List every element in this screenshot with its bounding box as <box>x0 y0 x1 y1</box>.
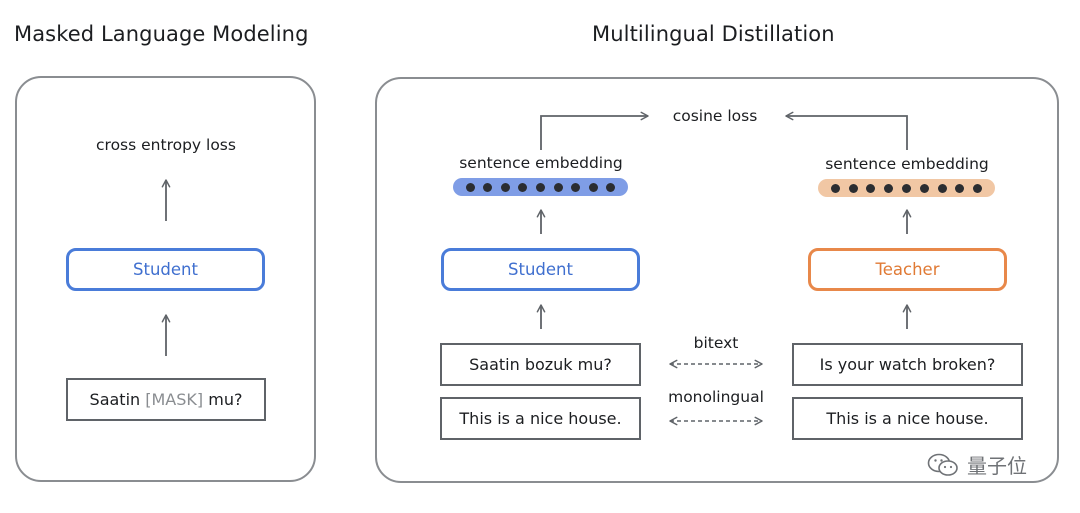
embedding-dot <box>500 182 510 192</box>
distillation-title: Multilingual Distillation <box>592 22 835 46</box>
teacher-input-bitext: Is your watch broken? <box>792 343 1023 386</box>
wechat-icon <box>927 453 958 476</box>
embedding-dot <box>901 183 911 193</box>
watermark: 量子位 <box>927 450 1027 479</box>
masked-input-before: Saatin <box>89 390 146 409</box>
student-sentence-embedding <box>453 178 628 196</box>
monolingual-label: monolingual <box>668 388 764 406</box>
embedding-dot <box>553 182 563 192</box>
mlm-title: Masked Language Modeling <box>14 22 309 46</box>
mlm-student-box: Student <box>66 248 265 291</box>
embedding-dot <box>606 182 616 192</box>
embedding-dot <box>884 183 894 193</box>
cross-entropy-loss-label: cross entropy loss <box>96 136 236 154</box>
embedding-dot <box>955 183 965 193</box>
embedding-dot <box>483 182 493 192</box>
bitext-label: bitext <box>693 334 739 352</box>
embedding-dot <box>830 183 840 193</box>
teacher-to-cosine-loss <box>785 111 908 150</box>
distillation-panel <box>375 77 1059 483</box>
embedding-dot <box>588 182 598 192</box>
mlm-panel <box>15 76 316 482</box>
embedding-dot <box>848 183 858 193</box>
student-to-cosine-loss <box>540 111 649 150</box>
embedding-dot <box>919 183 929 193</box>
embedding-dot <box>571 182 581 192</box>
teacher-input-monolingual: This is a nice house. <box>792 397 1023 440</box>
student-input-bitext: Saatin bozuk mu? <box>440 343 641 386</box>
masked-input-after: mu? <box>203 390 243 409</box>
embedding-dot <box>866 183 876 193</box>
embedding-dot <box>518 182 528 192</box>
embedding-dot <box>465 182 475 192</box>
teacher-embedding-label: sentence embedding <box>825 155 989 173</box>
watermark-text: 量子位 <box>967 454 1027 478</box>
cosine-loss-label: cosine loss <box>672 107 758 125</box>
teacher-box: Teacher <box>808 248 1007 291</box>
student-box: Student <box>441 248 640 291</box>
student-embedding-label: sentence embedding <box>459 154 623 172</box>
embedding-dot <box>973 183 983 193</box>
mask-token: [MASK] <box>145 390 204 409</box>
teacher-sentence-embedding <box>818 179 995 197</box>
embedding-dot <box>535 182 545 192</box>
embedding-dot <box>937 183 947 193</box>
student-input-monolingual: This is a nice house. <box>440 397 641 440</box>
masked-input-box: Saatin [MASK] mu? <box>66 378 266 421</box>
